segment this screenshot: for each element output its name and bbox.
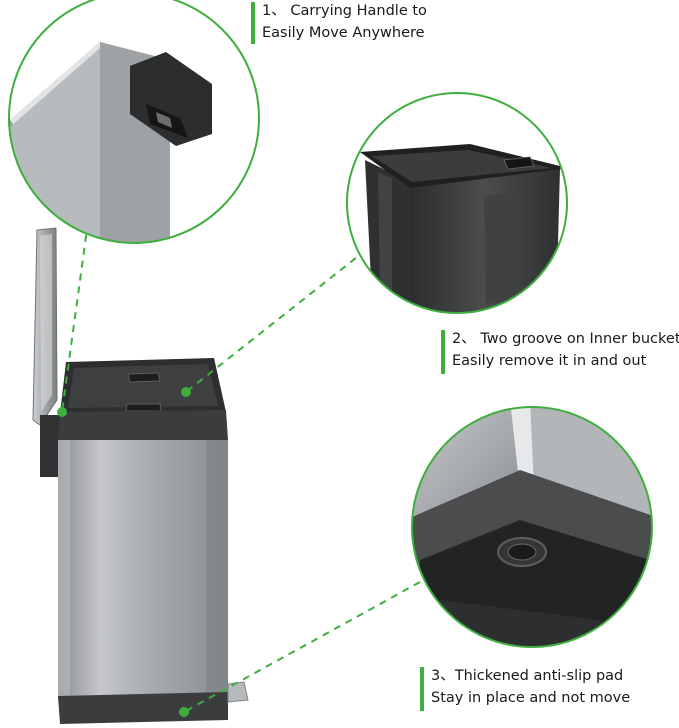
- accent-bar: [420, 667, 424, 711]
- steel-body: [58, 440, 228, 700]
- accent-bar: [251, 2, 255, 44]
- detail-circle-bucket: [346, 92, 568, 314]
- trash-can: [32, 227, 249, 724]
- feature-caption-pad: 3、Thickened anti-slip pad Stay in place …: [420, 665, 631, 711]
- feature-title: 3、Thickened anti-slip pad: [431, 668, 624, 684]
- hinge: [40, 415, 62, 477]
- feature-caption-bucket: 2、 Two groove on Inner bucket Easily rem…: [441, 328, 679, 374]
- feature-caption-handle: 1、 Carrying Handle to Easily Move Anywhe…: [251, 0, 427, 45]
- feature-title: 2、 Two groove on Inner bucket: [452, 331, 679, 347]
- foot-pedal: [227, 681, 249, 703]
- connector-lines: [61, 221, 421, 713]
- feature-description: Stay in place and not move: [431, 690, 631, 707]
- accent-bar: [441, 330, 445, 374]
- feature-description: Easily remove it in and out: [452, 353, 647, 370]
- base-pad: [58, 692, 228, 724]
- feature-description: Easily Move Anywhere: [262, 25, 425, 42]
- detail-circle-pad: [411, 406, 653, 648]
- detail-circle-handle: [8, 0, 260, 244]
- feature-title: 1、 Carrying Handle to: [262, 3, 427, 19]
- connector-dots: [57, 387, 191, 717]
